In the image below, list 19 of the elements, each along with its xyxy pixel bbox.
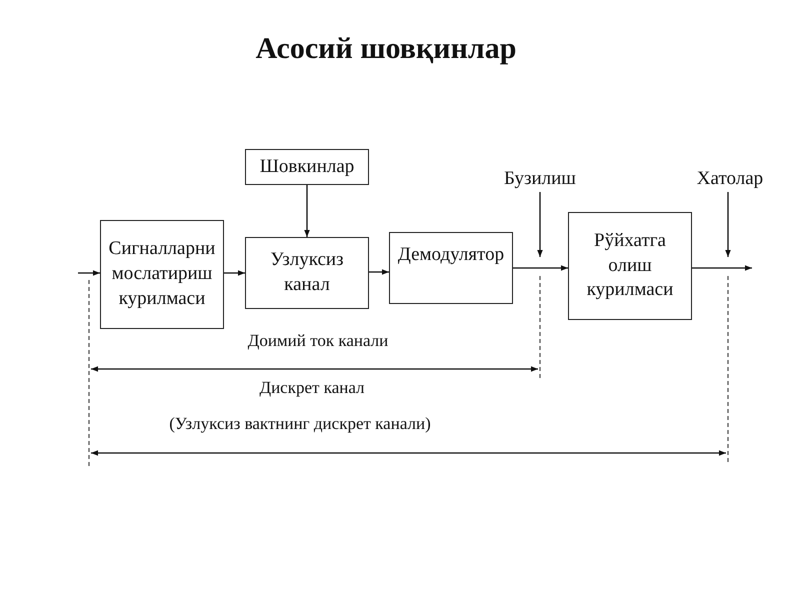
dimension-label: Доимий ток канали (248, 331, 388, 351)
arrow (513, 265, 568, 271)
arrow (537, 192, 543, 257)
process-box: Демодулятор (389, 232, 513, 304)
annotation-text: Бузилиш (497, 166, 583, 192)
arrow (369, 269, 389, 275)
arrow (224, 270, 245, 276)
process-box: Сигналларни мослатириш курилмаси (100, 220, 224, 329)
arrow (692, 265, 752, 271)
arrow (304, 185, 310, 237)
arrow (78, 270, 100, 276)
process-box: Рўйхатга олиш курилмаси (568, 212, 692, 320)
dimension-label: (Узлуксиз вактнинг дискрет канали) (169, 414, 431, 434)
process-box: Узлуксиз канал (245, 237, 369, 309)
process-box: Шовкинлар (245, 149, 369, 185)
title: Асосий шовқинлар (256, 32, 516, 66)
annotation-text: Хатолар (689, 166, 771, 192)
arrow (725, 192, 731, 257)
dimension-label: Дискрет канал (259, 378, 365, 398)
